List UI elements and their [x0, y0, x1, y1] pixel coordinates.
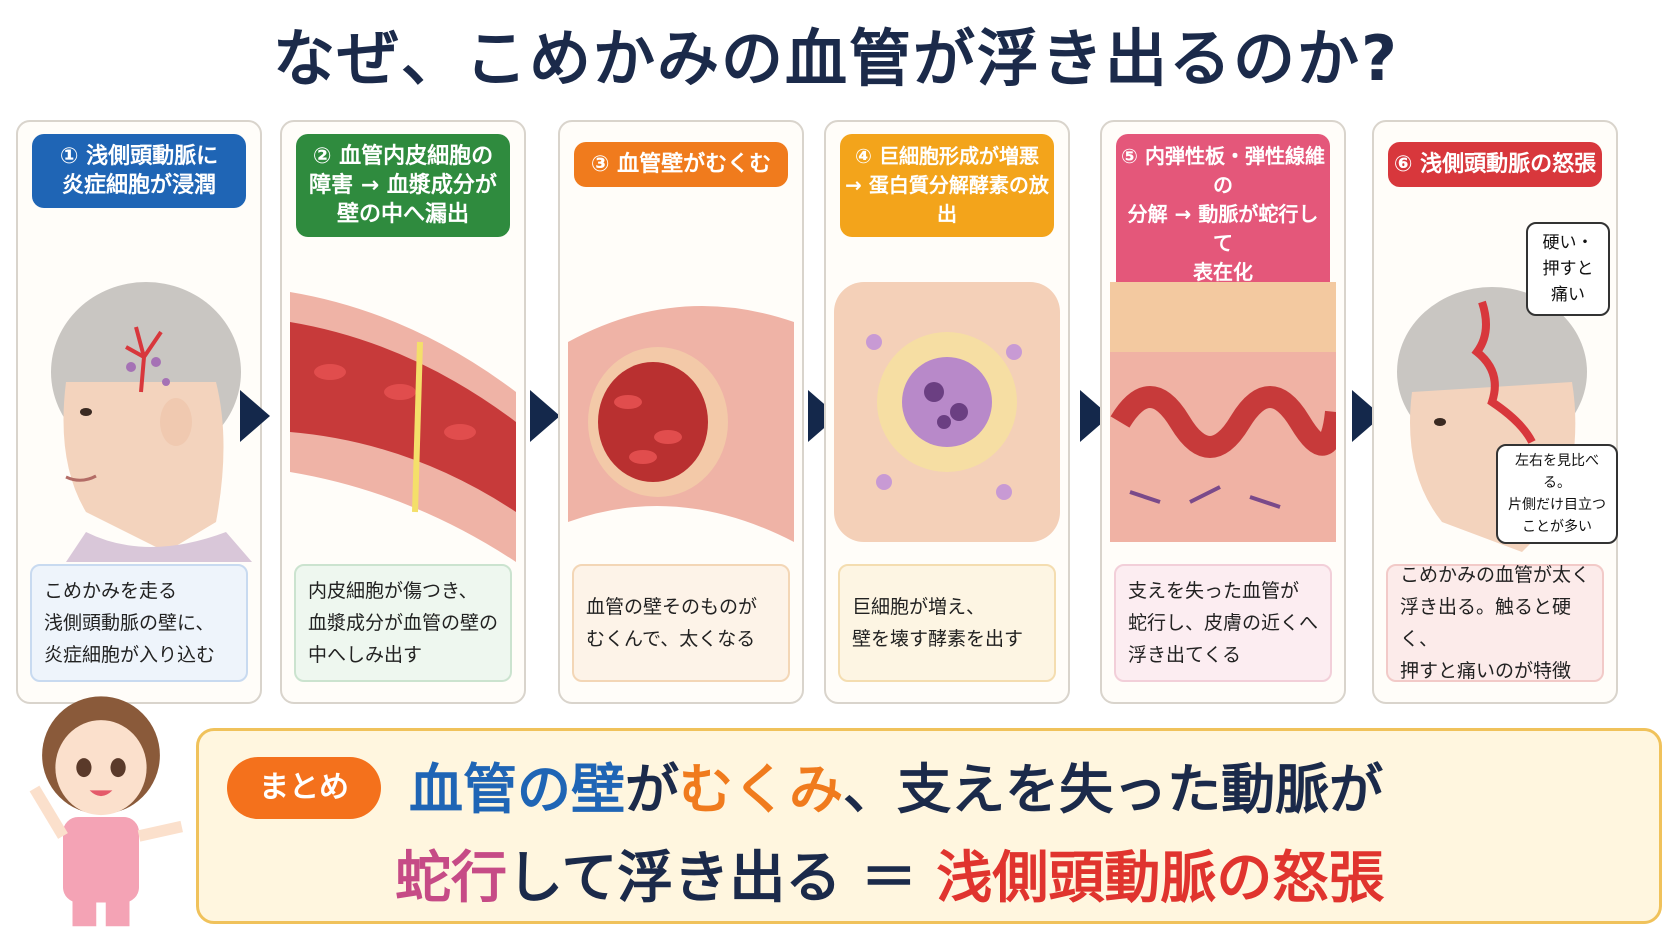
bubble-top-line-3: 痛い — [1551, 285, 1585, 305]
step-4-desc-line-1: 巨細胞が増え、 — [852, 596, 986, 618]
step-2-header-line-2: 障害 → 血漿成分が — [309, 173, 497, 198]
step-1-header: ① 浅側頭動脈に 炎症細胞が浸潤 — [32, 134, 246, 208]
elderly-woman-temple-illustration — [51, 282, 252, 562]
step-2-desc-line-1: 内皮細胞が傷つき、 — [308, 580, 478, 602]
page-title: なぜ、こめかみの血管が浮き出るのか? — [273, 22, 1399, 95]
tortuous-artery-illustration — [1110, 282, 1336, 542]
step-3-header: ③ 血管壁がむくむ — [574, 142, 788, 187]
step-5-header: ⑤ 内弾性板・弾性線維の 分解 → 動脈が蛇行して 表在化 — [1116, 134, 1330, 295]
pain-speech-bubble: 硬い・ 押すと 痛い — [1526, 222, 1610, 316]
summary-line-1-part-a: 血管の壁 — [409, 758, 625, 821]
nurse-mascot-illustration — [29, 696, 183, 927]
step-1-desc-line-2: 浅側頭動脈の壁に、 — [44, 612, 215, 634]
summary-box: まとめ 血管の壁がむくみ、支えを失った動脈が 蛇行して浮き出る ＝ 浅側頭動脈の… — [196, 728, 1662, 924]
summary-line-1: 血管の壁がむくみ、支えを失った動脈が — [409, 745, 1383, 824]
bubble-bottom-line-1: 左右を見比べる。 — [1515, 453, 1599, 491]
step-6-header: ⑥ 浅側頭動脈の怒張 — [1388, 142, 1602, 187]
step-5-desc-line-3: 浮き出てくる — [1128, 644, 1242, 666]
step-6-description: こめかみの血管が太く 浮き出る。触ると硬く、 押すと痛いのが特徴 — [1386, 564, 1604, 682]
step-5-desc-line-2: 蛇行し、皮膚の近くへ — [1128, 612, 1319, 634]
vessel-endothelium-leak-illustration — [290, 292, 516, 562]
step-2-description: 内皮細胞が傷つき、 血漿成分が血管の壁の 中へしみ出す — [294, 564, 512, 682]
giant-cell-enzyme-illustration — [834, 282, 1060, 542]
summary-line-1-part-c: むくみ — [679, 758, 844, 821]
step-5-header-line-3: 表在化 — [1193, 260, 1253, 284]
step-3-desc-line-1: 血管の壁そのものが — [586, 596, 758, 618]
bubble-top-line-1: 硬い・ — [1542, 233, 1594, 253]
step-2-header-line-1: ② 血管内皮細胞の — [312, 144, 494, 169]
step-1-desc-line-1: こめかみを走る — [44, 580, 178, 602]
bubble-top-line-2: 押すと — [1542, 259, 1594, 279]
step-2-header-line-3: 壁の中へ漏出 — [336, 202, 469, 227]
bubble-bottom-line-2: 片側だけ目立つ — [1508, 497, 1606, 513]
step-panel-4: ④ 巨細胞形成が増悪 → 蛋白質分解酵素の放出 巨細胞が増え、 壁を壊す酵素を出… — [824, 120, 1070, 704]
step-6-header-line-1: ⑥ 浅側頭動脈の怒張 — [1393, 152, 1597, 177]
step-1-header-line-2: 炎症細胞が浸潤 — [61, 173, 216, 198]
summary-line-2-part-c: 浅側頭動脈の怒張 — [936, 846, 1385, 911]
step-3-description: 血管の壁そのものが むくんで、太くなる — [572, 564, 790, 682]
step-4-description: 巨細胞が増え、 壁を壊す酵素を出す — [838, 564, 1056, 682]
step-4-header-line-2: → 蛋白質分解酵素の放出 — [845, 173, 1049, 226]
step-2-desc-line-2: 血漿成分が血管の壁の — [308, 612, 499, 634]
summary-line-2-part-b: して浮き出る ＝ — [507, 846, 937, 911]
step-4-header: ④ 巨細胞形成が増悪 → 蛋白質分解酵素の放出 — [840, 134, 1054, 237]
arrow-icon — [530, 390, 560, 442]
step-2-header: ② 血管内皮細胞の 障害 → 血漿成分が 壁の中へ漏出 — [296, 134, 510, 237]
step-5-header-line-2: 分解 → 動脈が蛇行して — [1127, 202, 1319, 255]
step-panel-6: ⑥ 浅側頭動脈の怒張 硬い・ 押すと 痛い 左右を見比べる。 片側だけ目立つ こ… — [1372, 120, 1618, 704]
step-panel-3: ③ 血管壁がむくむ 血管の壁そのものが むくんで、太くなる — [558, 120, 804, 704]
step-6-desc-line-1: こめかみの血管が太く — [1400, 564, 1591, 586]
step-3-header-line-1: ③ 血管壁がむくむ — [590, 152, 772, 177]
summary-line-2: 蛇行して浮き出る ＝ 浅側頭動脈の怒張 — [395, 833, 1384, 914]
step-panel-5: ⑤ 内弾性板・弾性線維の 分解 → 動脈が蛇行して 表在化 支えを失った血管が … — [1100, 120, 1346, 704]
summary-badge: まとめ — [227, 757, 381, 819]
step-1-desc-line-3: 炎症細胞が入り込む — [44, 644, 216, 666]
step-panel-1: ① 浅側頭動脈に 炎症細胞が浸潤 こめかみを走る 浅側頭動脈の壁に、 炎症細胞が… — [16, 120, 262, 704]
swollen-vessel-wall-illustration — [568, 306, 794, 542]
step-4-header-line-1: ④ 巨細胞形成が増悪 — [855, 144, 1039, 168]
summary-line-2-part-a: 蛇行 — [395, 846, 507, 911]
step-5-header-line-1: ⑤ 内弾性板・弾性線維の — [1121, 144, 1325, 197]
step-5-desc-line-1: 支えを失った血管が — [1128, 580, 1300, 602]
step-panel-2: ② 血管内皮細胞の 障害 → 血漿成分が 壁の中へ漏出 内皮細胞が傷つき、 血漿… — [280, 120, 526, 704]
step-5-description: 支えを失った血管が 蛇行し、皮膚の近くへ 浮き出てくる — [1114, 564, 1332, 682]
step-6-desc-line-3: 押すと痛いのが特徴 — [1400, 660, 1572, 682]
compare-speech-bubble: 左右を見比べる。 片側だけ目立つ ことが多い — [1496, 444, 1618, 544]
step-4-desc-line-2: 壁を壊す酵素を出す — [852, 628, 1024, 650]
step-6-desc-line-2: 浮き出る。触ると硬く、 — [1400, 596, 1572, 650]
bubble-bottom-line-3: ことが多い — [1522, 519, 1592, 535]
summary-line-1-part-b: が — [625, 758, 679, 821]
step-1-header-line-1: ① 浅側頭動脈に — [59, 144, 219, 169]
step-3-desc-line-2: むくんで、太くなる — [586, 628, 756, 650]
step-1-description: こめかみを走る 浅側頭動脈の壁に、 炎症細胞が入り込む — [30, 564, 248, 682]
arrow-icon — [240, 390, 270, 442]
summary-line-1-part-d: 、支えを失った動脈が — [843, 758, 1384, 821]
step-2-desc-line-3: 中へしみ出す — [308, 644, 423, 666]
